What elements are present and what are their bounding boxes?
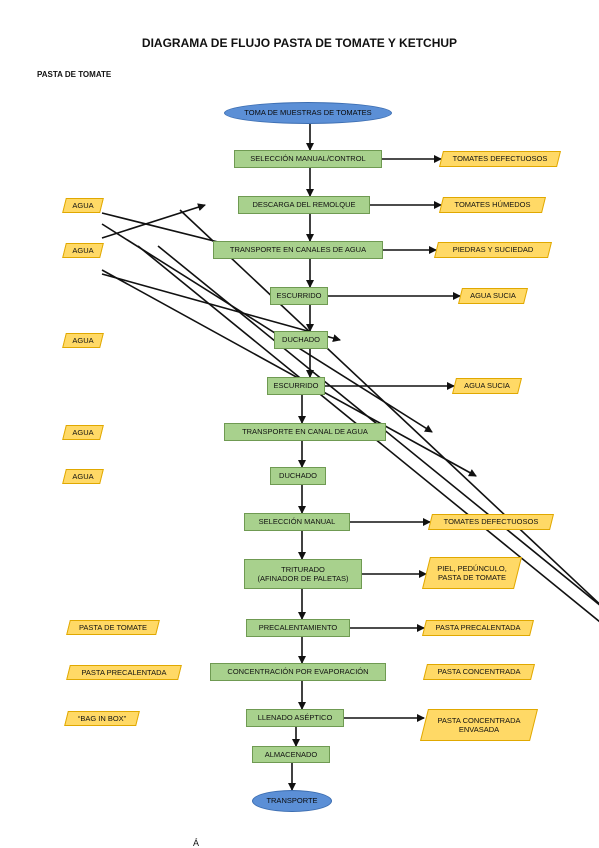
input-box: AGUA <box>62 425 104 440</box>
output-box: PASTA PRECALENTADA <box>422 620 534 636</box>
process-step: CONCENTRACIÓN POR EVAPORACIÓN <box>210 663 386 681</box>
step-label: LLENADO ASÉPTICO <box>257 713 333 723</box>
step-label: TRANSPORTE EN CANALES DE AGUA <box>229 245 367 255</box>
process-step: TRITURADO (AFINADOR DE PALETAS) <box>244 559 362 589</box>
process-step: TRANSPORTE EN CANALES DE AGUA <box>213 241 383 259</box>
process-step: DUCHADO <box>270 467 326 485</box>
input-arrow <box>101 269 477 477</box>
input-box: AGUA <box>62 469 104 484</box>
process-step: SELECCIÓN MANUAL/CONTROL <box>234 150 382 168</box>
input-box: AGUA <box>62 198 104 213</box>
input-label: “BAG IN BOX” <box>77 713 127 723</box>
process-step: ESCURRIDO <box>270 287 328 305</box>
output-label: AGUA SUCIA <box>470 291 516 301</box>
input-arrow <box>137 245 599 623</box>
output-label-line-2: ENVASADA <box>458 725 500 734</box>
diagram-title: DIAGRAMA DE FLUJO PASTA DE TOMATE Y KETC… <box>141 36 458 50</box>
output-label: TOMATES DEFECTUOSOS <box>443 517 539 527</box>
input-arrow <box>101 223 433 433</box>
input-label: AGUA <box>72 200 94 210</box>
step-label: ALMACENADO <box>264 749 318 759</box>
output-box: AGUA SUCIA <box>458 288 528 304</box>
process-step: SELECCIÓN MANUAL <box>244 513 350 531</box>
start-node: TOMA DE MUESTRAS DE TOMATES <box>224 102 392 124</box>
output-box: PASTA CONCENTRADA <box>423 664 535 680</box>
output-box: TOMATES HÚMEDOS <box>439 197 546 213</box>
output-box: PIEL, PEDÚNCULO, PASTA DE TOMATE <box>422 557 522 589</box>
output-box: PASTA CONCENTRADA ENVASADA <box>420 709 538 741</box>
step-label: CONCENTRACIÓN POR EVAPORACIÓN <box>227 667 369 677</box>
input-label: AGUA <box>72 471 94 481</box>
input-arrow <box>101 273 341 342</box>
step-label: ESCURRIDO <box>276 291 322 301</box>
output-label: AGUA SUCIA <box>464 381 510 391</box>
step-label: TRANSPORTE EN CANAL DE AGUA <box>242 427 368 437</box>
input-arrow <box>157 245 599 606</box>
output-box: TOMATES DEFECTUOSOS <box>428 514 554 530</box>
output-box: PIEDRAS Y SUCIEDAD <box>434 242 552 258</box>
output-label: PASTA CONCENTRADA <box>437 715 521 725</box>
output-box: TOMATES DEFECTUOSOS <box>439 151 561 167</box>
step-label: TRITURADO <box>281 564 325 574</box>
process-step: ESCURRIDO <box>267 377 325 395</box>
page-footer-glyph: Á <box>193 838 200 848</box>
process-step: DUCHADO <box>274 331 328 349</box>
input-label: AGUA <box>72 335 94 345</box>
input-arrow <box>179 209 599 605</box>
step-label: SELECCIÓN MANUAL <box>258 517 336 527</box>
output-box: AGUA SUCIA <box>452 378 522 394</box>
step-label: SELECCIÓN MANUAL/CONTROL <box>250 154 366 164</box>
process-step: TRANSPORTE EN CANAL DE AGUA <box>224 423 386 441</box>
input-box: AGUA <box>62 333 104 348</box>
process-step: PRECALENTAMIENTO <box>246 619 350 637</box>
input-label: AGUA <box>72 245 94 255</box>
output-label: TOMATES DEFECTUOSOS <box>452 154 548 164</box>
output-label: PIEDRAS Y SUCIEDAD <box>452 245 534 255</box>
end-node: TRANSPORTE <box>252 790 332 812</box>
process-step: DESCARGA DEL REMOLQUE <box>238 196 370 214</box>
process-step: ALMACENADO <box>252 746 330 763</box>
output-label: PASTA PRECALENTADA <box>435 623 521 633</box>
output-label: PASTA CONCENTRADA <box>437 667 521 677</box>
step-label-line-2: (AFINADOR DE PALETAS) <box>257 574 349 583</box>
input-arrow <box>101 203 206 239</box>
input-label: PASTA PRECALENTADA <box>81 667 167 677</box>
input-box: PASTA DE TOMATE <box>66 620 160 635</box>
step-label: PRECALENTAMIENTO <box>258 623 338 633</box>
step-label: DESCARGA DEL REMOLQUE <box>252 200 356 210</box>
step-label: DUCHADO <box>279 471 317 481</box>
input-box: PASTA PRECALENTADA <box>66 665 182 680</box>
output-label-line-2: PASTA DE TOMATE <box>437 573 507 582</box>
input-box: “BAG IN BOX” <box>64 711 140 726</box>
input-label: AGUA <box>72 427 94 437</box>
output-label: TOMATES HÚMEDOS <box>454 200 531 210</box>
output-label: PIEL, PEDÚNCULO, <box>437 563 507 573</box>
section-subtitle: PASTA DE TOMATE <box>37 70 112 79</box>
input-box: AGUA <box>62 243 104 258</box>
process-step: LLENADO ASÉPTICO <box>246 709 344 727</box>
step-label: ESCURRIDO <box>273 381 319 391</box>
step-label: DUCHADO <box>282 335 320 345</box>
input-label: PASTA DE TOMATE <box>78 622 148 632</box>
